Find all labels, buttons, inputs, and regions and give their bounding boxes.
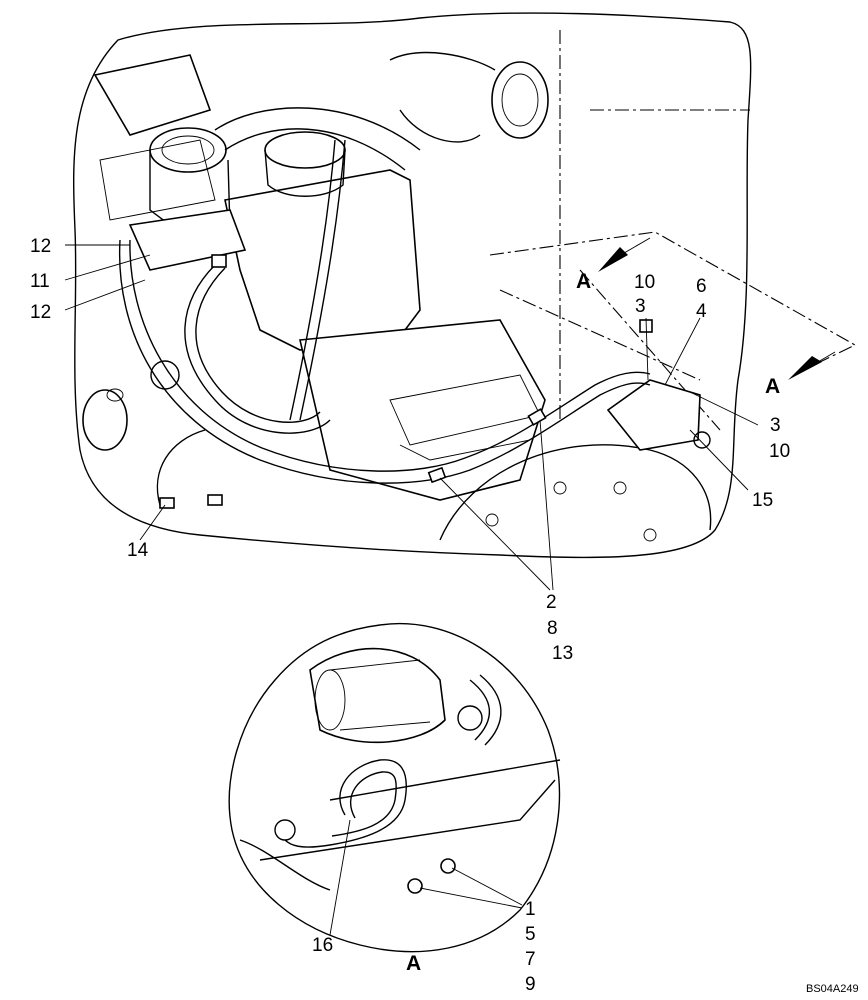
callout-label: 14 xyxy=(127,540,149,561)
view-label: A xyxy=(765,375,780,398)
leader-line xyxy=(451,867,523,906)
fitting-plug xyxy=(407,878,423,894)
leader-line xyxy=(689,391,759,426)
hose-clamp xyxy=(211,254,227,268)
starter-motor xyxy=(309,647,446,744)
callout-label: 15 xyxy=(752,490,773,511)
leader-line xyxy=(64,279,146,311)
main-view-outline xyxy=(73,12,752,559)
leader-line xyxy=(539,419,554,591)
leader-line xyxy=(64,254,151,281)
rocker-cover xyxy=(224,169,421,351)
manifold-block xyxy=(93,54,212,136)
callout-label: 12 xyxy=(30,236,51,257)
callout-label: 7 xyxy=(525,949,536,970)
callout-label: 9 xyxy=(525,974,536,995)
callout-label: 10 xyxy=(769,441,790,462)
intake-throttle-body xyxy=(149,127,227,173)
engine-block xyxy=(299,319,546,501)
callout-label: 16 xyxy=(312,935,333,956)
leader-line xyxy=(439,477,551,591)
callout-label: 3 xyxy=(635,296,646,317)
hose-fitting-bracket xyxy=(606,379,701,451)
frame-line xyxy=(489,231,857,363)
callout-label: 2 xyxy=(546,592,557,613)
callout-label: 5 xyxy=(525,924,536,945)
fitting-plug xyxy=(440,858,456,874)
view-label: A xyxy=(406,952,421,975)
view-arrow-icon xyxy=(788,356,822,380)
callout-label: 10 xyxy=(634,272,655,293)
view-label: A xyxy=(576,270,591,293)
flywheel-housing xyxy=(439,444,712,541)
callout-label: 1 xyxy=(525,899,536,920)
fuel-pump xyxy=(82,389,128,451)
turbocharger xyxy=(491,61,549,139)
leader-line xyxy=(329,819,351,936)
detail-view-a-outline xyxy=(228,623,561,953)
leader-line xyxy=(664,317,701,386)
frame-line xyxy=(499,289,701,381)
leader-line xyxy=(645,317,649,381)
leader-line xyxy=(139,504,166,541)
coolant-hose xyxy=(118,239,651,484)
drawing-code: BS04A249 xyxy=(806,983,859,995)
callout-label: 8 xyxy=(547,618,558,639)
leader-line xyxy=(419,887,523,909)
callout-label: 4 xyxy=(696,301,707,322)
thermostat-housing xyxy=(128,209,247,271)
leader-line xyxy=(689,429,749,491)
hose-clamp xyxy=(159,497,175,509)
callout-label: 11 xyxy=(30,271,50,292)
callout-label: 12 xyxy=(30,302,51,323)
callout-label: 6 xyxy=(696,276,707,297)
hose-clamp xyxy=(527,408,547,426)
callout-label: 13 xyxy=(552,643,573,664)
callout-label: 3 xyxy=(770,415,781,436)
hose-clamp xyxy=(207,494,223,506)
